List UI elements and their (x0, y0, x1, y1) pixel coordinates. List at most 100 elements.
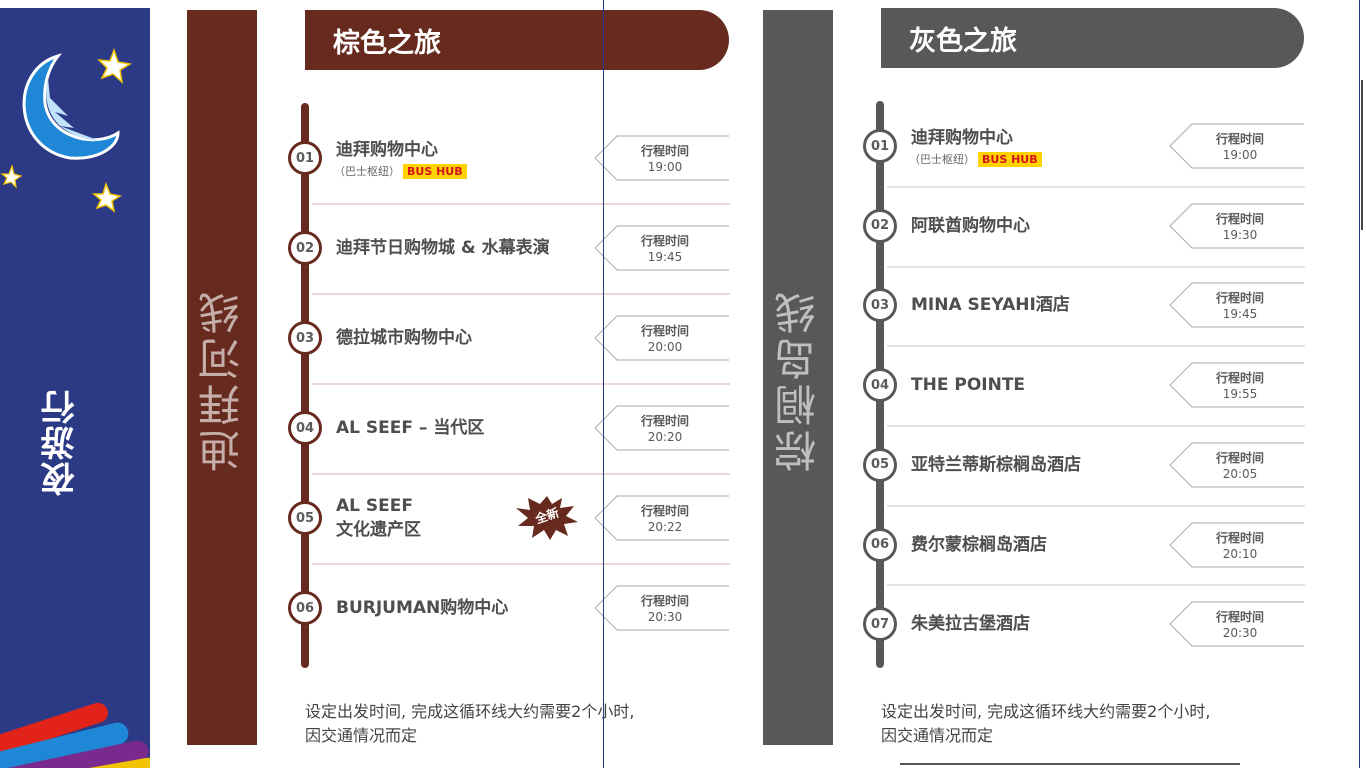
stop-number: 01 (288, 141, 322, 175)
stop-divider (887, 584, 1305, 587)
stop-name: THE POINTE (911, 375, 1026, 396)
new-splat-badge: 全新 (514, 492, 580, 546)
stop-number: 04 (288, 411, 322, 445)
stop-subtitle: （巴士枢纽）BUS HUB (334, 163, 467, 179)
brown-route-note: 设定出发时间, 完成这循环线大约需要2个小时, 因交通情况而定 (305, 700, 634, 748)
travel-time-label: 行程时间 (1215, 530, 1264, 545)
travel-time-value: 20:05 (1222, 466, 1258, 481)
stop-name: 亚特兰蒂斯棕榈岛酒店 (911, 454, 1081, 475)
footer-divider (900, 763, 1240, 765)
travel-time-label: 行程时间 (640, 414, 689, 428)
travel-time-label: 行程时间 (640, 324, 689, 338)
stop-divider (312, 383, 730, 385)
stop-number: 02 (288, 231, 322, 265)
stop-name: 朱美拉古堡酒店 (911, 614, 1030, 635)
stop-number: 07 (863, 607, 897, 642)
stop-name: 阿联酋购物中心 (911, 215, 1030, 236)
travel-time-box: 行程时间 20:22 (593, 495, 729, 541)
travel-time-label: 行程时间 (1215, 132, 1264, 146)
travel-time-value: 19:00 (647, 160, 683, 174)
stop-divider (887, 504, 1305, 507)
brown-route-vertical-label: 迪拜河线 (197, 288, 247, 472)
stop-number: 03 (288, 321, 322, 355)
stop-divider (312, 473, 730, 475)
stop-name: 迪拜节日购物城 & 水幕表演 (336, 238, 550, 258)
stop-name: 迪拜购物中心 (911, 128, 1013, 148)
stop-name-line2: 文化遗产区 (336, 520, 421, 540)
bus-hub-badge: BUS HUB (978, 151, 1042, 167)
travel-time-text: 行程时间 20:22 (621, 503, 709, 535)
stop-divider (887, 185, 1305, 188)
travel-time-value: 19:55 (1222, 387, 1258, 402)
travel-time-label: 行程时间 (640, 504, 689, 518)
guide-line (603, 0, 604, 768)
travel-time-label: 行程时间 (1215, 610, 1264, 625)
travel-time-value: 19:30 (1222, 227, 1258, 242)
stop-number: 05 (288, 501, 322, 535)
scrollbar-thumb[interactable] (1361, 80, 1363, 230)
travel-time-label: 行程时间 (1215, 450, 1264, 465)
travel-time-label: 行程时间 (640, 144, 689, 158)
splat-icon (516, 496, 578, 540)
stop-name: 费尔蒙棕榈岛酒店 (911, 534, 1047, 555)
night-tour-banner: 夜游行 (0, 8, 150, 768)
travel-time-box: 行程时间 19:00 (593, 135, 729, 181)
stop-name: 迪拜购物中心 (336, 140, 438, 160)
stop-number: 06 (288, 591, 322, 625)
travel-time-value: 20:22 (647, 520, 683, 534)
stop-name: AL SEEF – 当代区 (336, 418, 485, 438)
travel-time-value: 19:45 (647, 250, 683, 264)
travel-time-label: 行程时间 (1215, 291, 1264, 306)
bus-hub-note: （巴士枢纽） (909, 153, 975, 166)
travel-time-value: 20:30 (647, 610, 683, 624)
banner-title: 夜游行 (41, 388, 81, 496)
stop-name: MINA SEYAHI酒店 (911, 295, 1070, 316)
stop-divider (887, 345, 1305, 348)
travel-time-label: 行程时间 (1215, 211, 1264, 226)
travel-time-text: 行程时间 19:45 (621, 233, 709, 265)
stop-number: 06 (863, 527, 897, 562)
travel-time-value: 20:30 (1222, 626, 1258, 641)
travel-time-box: 行程时间 19:45 (593, 225, 729, 271)
stop-name: BURJUMAN购物中心 (336, 598, 509, 618)
stop-number: 01 (863, 129, 897, 163)
stop-name: 德拉城市购物中心 (336, 328, 472, 348)
moon-and-stars-icon (0, 47, 150, 768)
brown-note-line2: 因交通情况而定 (305, 726, 418, 745)
stop-number: 02 (863, 208, 897, 243)
travel-time-value: 20:00 (647, 340, 683, 354)
bus-hub-note: （巴士枢纽） (334, 165, 400, 178)
travel-time-label: 行程时间 (640, 234, 689, 248)
grey-tour-header: 灰色之旅 (881, 8, 1304, 68)
stop-divider (887, 424, 1305, 427)
stop-number: 05 (863, 447, 897, 482)
grey-route-vertical-label: 棕榈岛线 (773, 288, 823, 472)
brown-route-bar: 迪拜河线 (187, 10, 257, 745)
page-edge-line (1359, 0, 1360, 768)
grey-note-line1: 设定出发时间, 完成这循环线大约需要2个小时, (881, 702, 1211, 721)
stop-number: 03 (863, 288, 897, 323)
travel-time-value: 19:45 (1222, 307, 1258, 322)
stop-divider (312, 293, 730, 295)
brown-route-track (301, 103, 309, 668)
grey-route-bar: 棕榈岛线 (763, 10, 833, 745)
travel-time-text: 行程时间 19:00 (621, 143, 709, 175)
grey-route-note: 设定出发时间, 完成这循环线大约需要2个小时, 因交通情况而定 (881, 700, 1210, 748)
travel-time-box: 行程时间 20:00 (593, 315, 729, 361)
